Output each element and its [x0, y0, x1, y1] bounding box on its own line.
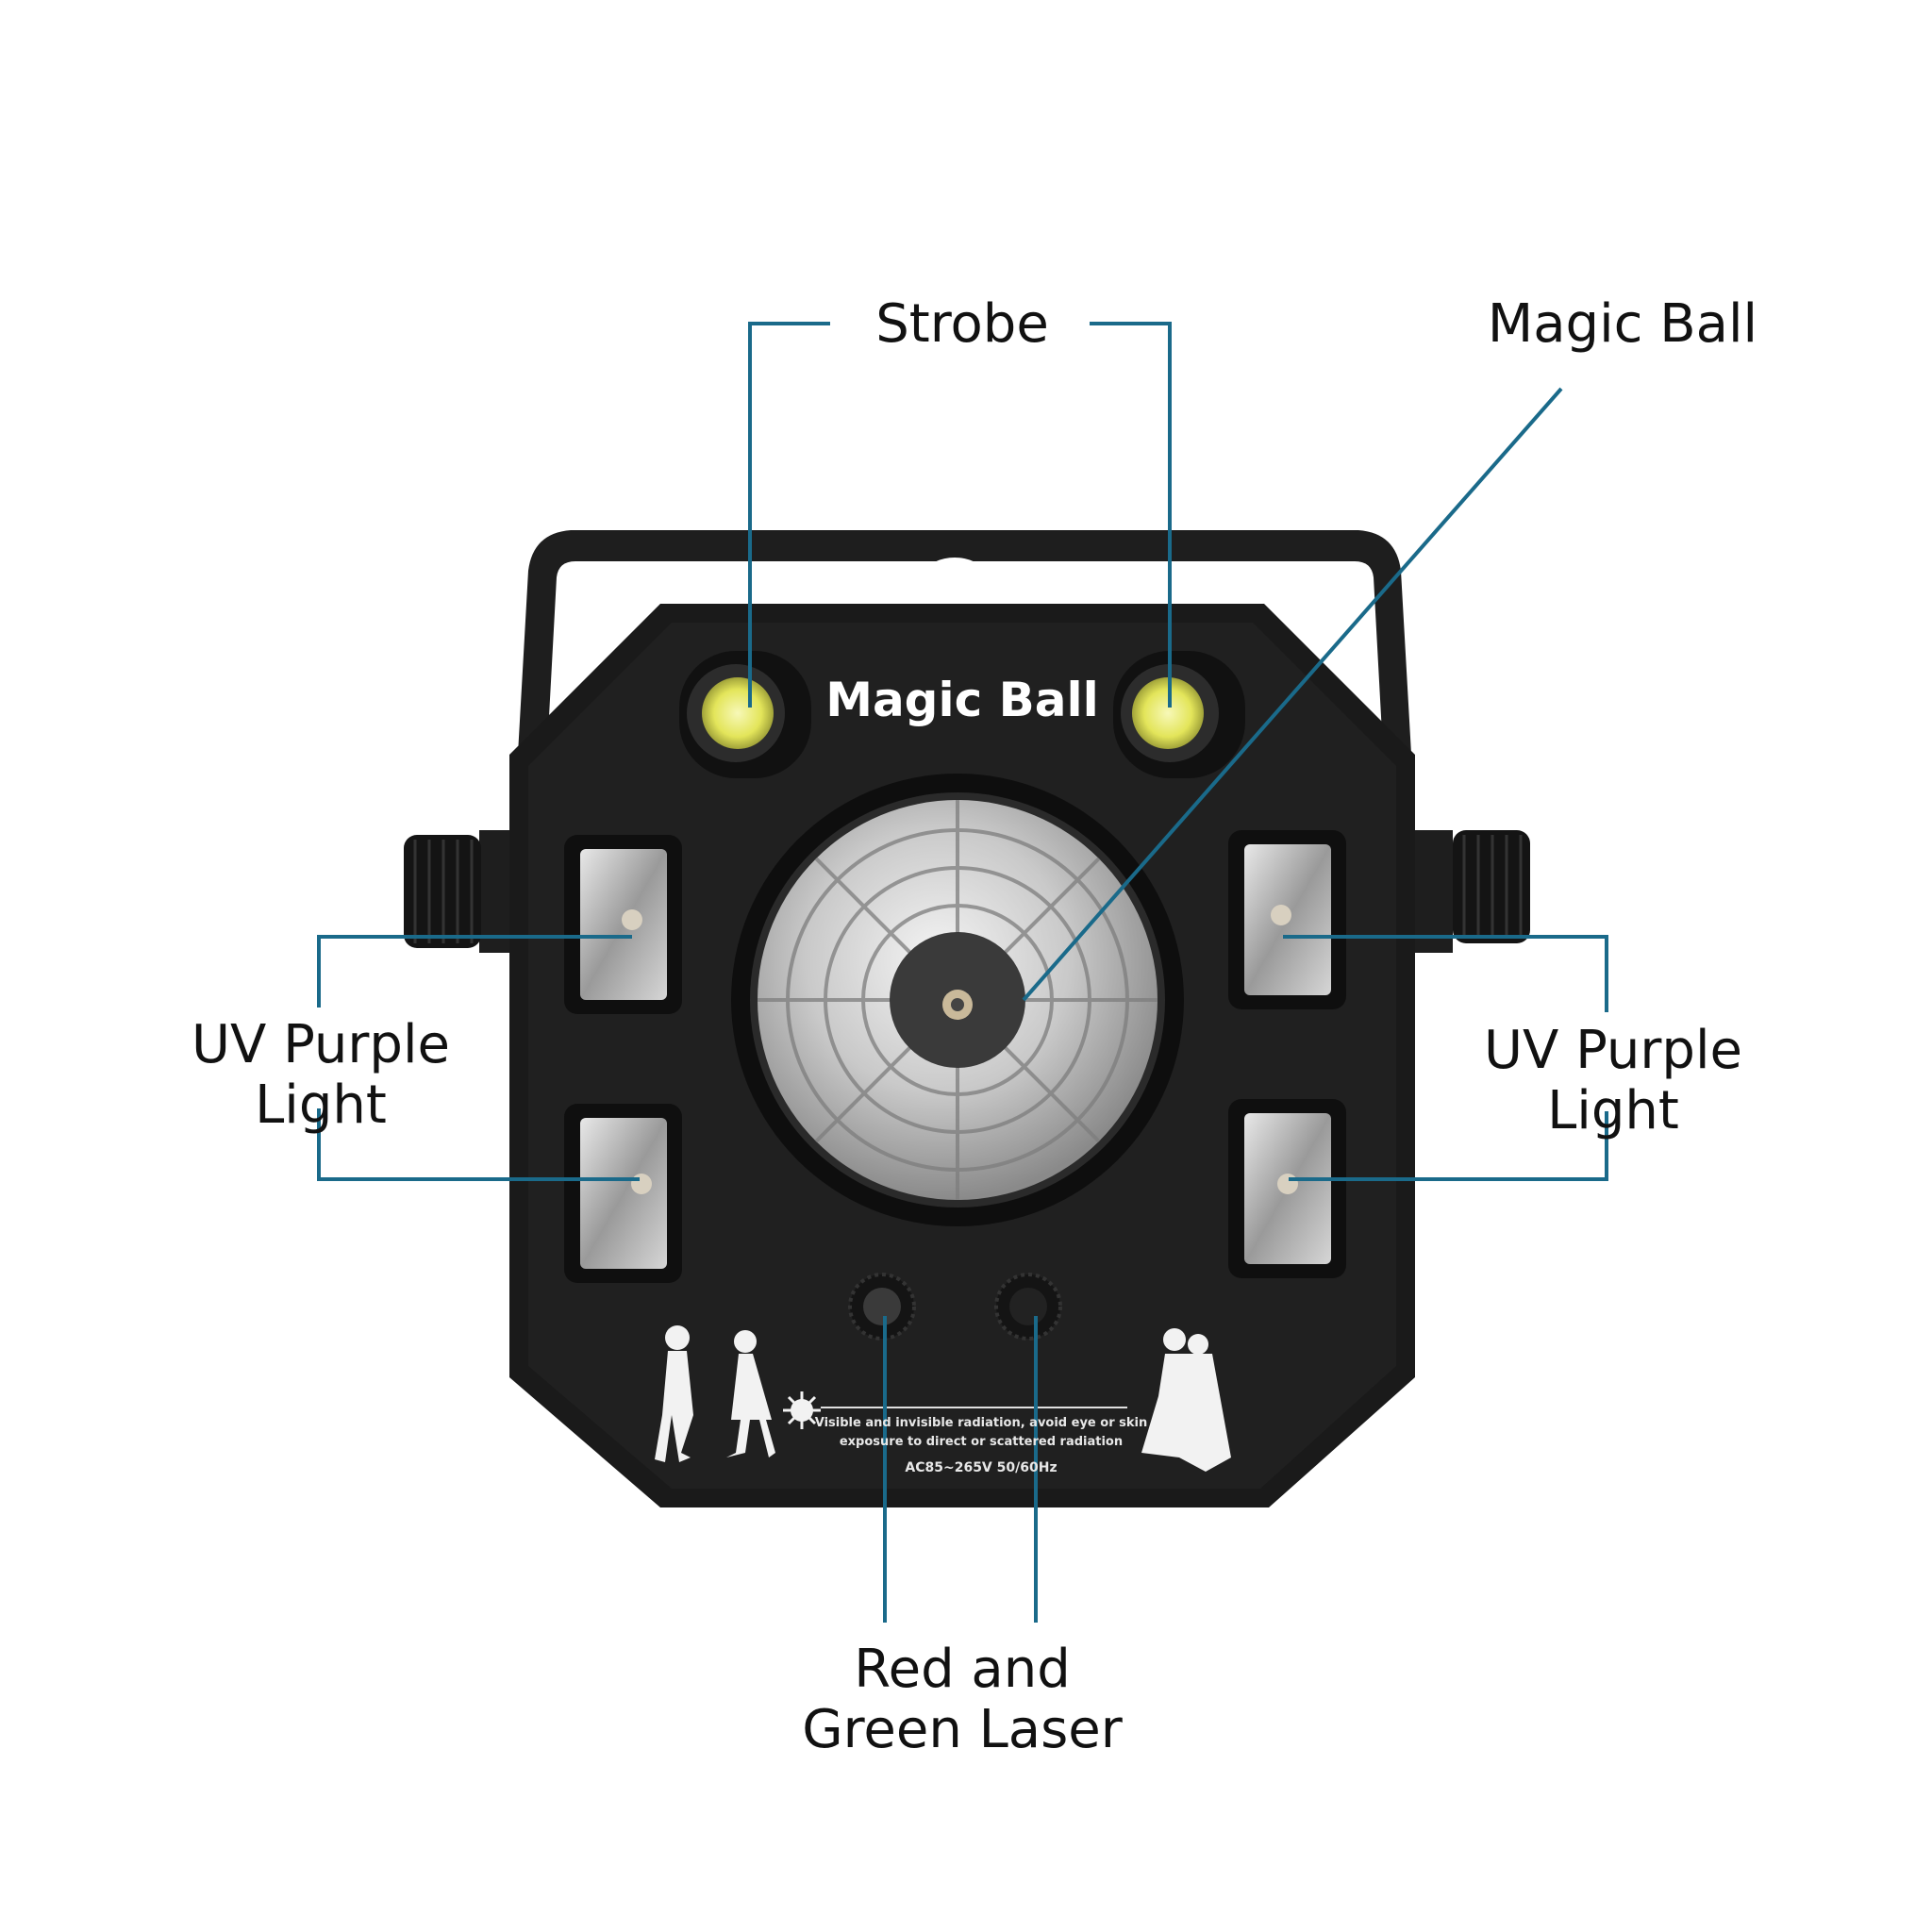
voltage-rating: AC85~265V 50/60Hz: [905, 1460, 1058, 1475]
strobe-label: Strobe: [840, 294, 1085, 355]
strobe-label-text: Strobe: [875, 293, 1049, 355]
uv-light-right-top: [1228, 830, 1346, 1009]
laser-line-2: Green Laser: [802, 1699, 1123, 1760]
starburst-icon: [783, 1391, 821, 1429]
strobe-leader-right: [1090, 322, 1172, 708]
uv-light-right-bottom: [1228, 1099, 1346, 1278]
magic-ball-leader: [1022, 387, 1563, 1002]
uv-left-leader-top: [317, 935, 632, 1008]
uv-light-label-right: UV Purple Light: [1443, 1021, 1783, 1141]
uv-right-leader-bottom: [1289, 1111, 1608, 1181]
uv-light-label-left: UV Purple Light: [151, 1015, 491, 1136]
dancers-left-graphic: [655, 1325, 775, 1462]
magic-ball-label: Magic Ball: [1453, 294, 1792, 355]
uv-right-line-2: Light: [1547, 1080, 1679, 1141]
uv-left-line-2: Light: [255, 1074, 387, 1136]
strobe-leader-left: [748, 322, 830, 708]
uv-light-left-bottom: [564, 1104, 682, 1283]
strobe-led-left: [679, 651, 811, 778]
laser-aperture-left: [848, 1273, 916, 1341]
left-knob: [404, 835, 481, 948]
laser-warning-line-2: exposure to direct or scattered radiatio…: [839, 1435, 1124, 1449]
uv-right-line-1: UV Purple: [1484, 1020, 1742, 1081]
dancers-right-graphic: [1141, 1328, 1231, 1472]
uv-left-line-1: UV Purple: [192, 1014, 450, 1075]
strobe-led-right: [1113, 651, 1245, 778]
uv-right-leader-top: [1283, 935, 1608, 1012]
right-knob: [1453, 830, 1530, 943]
device-panel-title: Magic Ball: [825, 673, 1099, 727]
laser-warning-line-1: Visible and invisible radiation, avoid e…: [814, 1416, 1148, 1430]
magic-ball-lens: [731, 774, 1184, 1226]
callout-leader-lines: [317, 322, 1608, 1623]
mounting-bracket: [479, 530, 1453, 953]
laser-aperture-right: [994, 1273, 1062, 1341]
laser-label: Red and Green Laser: [755, 1640, 1170, 1760]
uv-left-leader-bottom: [317, 1108, 640, 1181]
laser-line-1: Red and: [854, 1639, 1071, 1700]
magic-ball-label-text: Magic Ball: [1487, 293, 1758, 355]
uv-light-left-top: [564, 835, 682, 1014]
